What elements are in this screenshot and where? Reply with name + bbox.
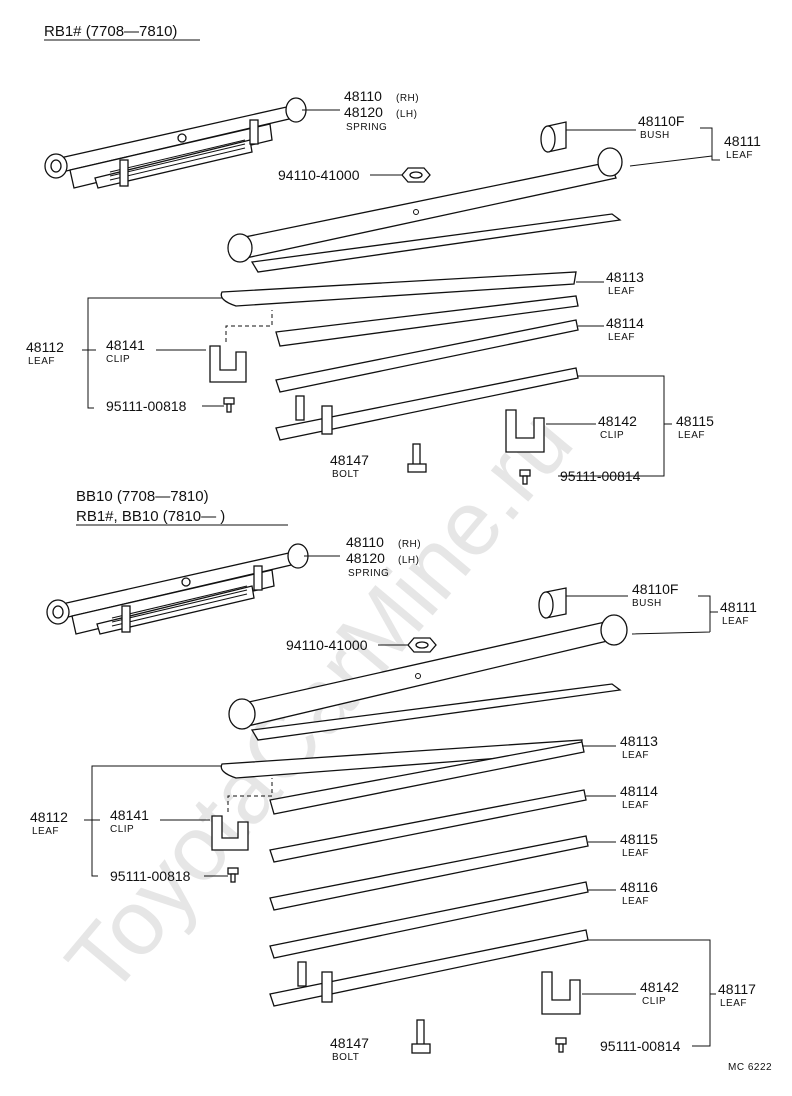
callout-part-number: 48142 (598, 413, 637, 429)
callout-part-number: 95111-00814 (560, 468, 641, 484)
nut-icon (401, 167, 431, 183)
clip-48141-icon (211, 815, 249, 851)
screw-icon (519, 469, 531, 485)
leaf-48112 (220, 271, 577, 307)
callout-part-number: 48141 (106, 337, 145, 353)
section-1: RB1# (7708—7810) (26, 23, 761, 485)
callout-part-number: 48113 (620, 733, 658, 749)
callout-label: LEAF (32, 826, 59, 837)
bolt-icon (407, 443, 427, 473)
callout-part-number: 48114 (620, 783, 658, 799)
clip-48141-icon (209, 345, 247, 383)
callout-label: LEAF (622, 800, 649, 811)
callout-label: LEAF (28, 356, 55, 367)
callout-part-number: 48111 (720, 599, 757, 615)
callout-part-number: 94110-41000 (278, 167, 360, 183)
callout-part-number: 48116 (620, 879, 658, 895)
clip-48142-icon (505, 409, 545, 453)
callout-suffix: (RH) (396, 93, 419, 104)
callout-part-number: 94110-41000 (286, 637, 368, 653)
leaf-48114 (275, 319, 579, 393)
bush-icon (540, 121, 567, 153)
callout-part-number: 48147 (330, 1035, 369, 1051)
section-heading: BB10 (7708—7810) (76, 488, 209, 505)
section-2: BB10 (7708—7810) RB1#, BB10 (7810— ) (30, 488, 772, 1073)
leaf-main (228, 614, 628, 730)
leaf-48115 (275, 367, 579, 441)
callout-part-number: 48117 (718, 981, 756, 997)
screw-icon (555, 1037, 567, 1053)
clip-48142-icon (541, 971, 581, 1015)
callout-label: CLIP (642, 996, 666, 1007)
callout-label: LEAF (720, 998, 747, 1009)
callout-label: LEAF (678, 430, 705, 441)
callout-part-number: 48141 (110, 807, 149, 823)
callout-label: CLIP (106, 354, 130, 365)
callout-label: LEAF (622, 750, 649, 761)
screw-icon (227, 867, 239, 883)
callout-part-number: 48110F (638, 113, 684, 129)
callout-suffix: (LH) (396, 109, 417, 120)
section-heading: RB1#, BB10 (7810— ) (76, 508, 225, 525)
spring-assembly (44, 97, 307, 189)
spring-assembly (46, 543, 309, 635)
leaf-48113 (269, 741, 585, 815)
leaf-48114 (269, 789, 587, 863)
callout-part-number: 48110F (632, 581, 678, 597)
callout-label: LEAF (608, 286, 635, 297)
section-heading: RB1# (7708—7810) (44, 23, 177, 40)
leaf-thin (250, 213, 622, 273)
callout-label: BUSH (640, 130, 670, 141)
callout-part-number: 48112 (30, 809, 68, 825)
callout-part-number: 48147 (330, 452, 369, 468)
callout-label: BUSH (632, 598, 662, 609)
leaf-thin (250, 683, 622, 741)
leaf-48115 (269, 835, 589, 911)
callout-label: BOLT (332, 1052, 359, 1063)
callout-label: CLIP (600, 430, 624, 441)
callout-suffix: (LH) (398, 555, 419, 566)
screw-icon (223, 397, 235, 413)
callout-part-number: 48111 (724, 133, 761, 149)
callout-part-number: 48114 (606, 315, 644, 331)
callout-part-number: 48110 (344, 88, 382, 104)
callout-label: BOLT (332, 469, 359, 480)
callout-part-number: 95111-00818 (110, 868, 191, 884)
callout-label: CLIP (110, 824, 134, 835)
callout-part-number: 95111-00818 (106, 398, 187, 414)
leaf-48113 (275, 295, 579, 347)
bush-icon (538, 587, 567, 619)
callout-suffix: (RH) (398, 539, 421, 550)
callout-part-number: 48115 (676, 413, 714, 429)
leaf-48116 (269, 881, 589, 959)
callout-label: SPRING (346, 122, 387, 133)
callout-part-number: 48120 (346, 550, 385, 566)
callout-label: LEAF (722, 616, 749, 627)
callout-label: LEAF (622, 848, 649, 859)
callout-part-number: 48142 (640, 979, 679, 995)
callout-label: SPRING (348, 568, 389, 579)
callout-label: LEAF (726, 150, 753, 161)
callout-part-number: 48112 (26, 339, 64, 355)
leaf-main (227, 147, 623, 263)
callout-part-number: 48113 (606, 269, 644, 285)
callout-part-number: 48120 (344, 104, 383, 120)
callout-part-number: 48115 (620, 831, 658, 847)
bolt-icon (411, 1019, 431, 1054)
nut-icon (407, 637, 437, 653)
figure-code: MC 6222 (728, 1062, 772, 1073)
callout-label: LEAF (608, 332, 635, 343)
callout-part-number: 48110 (346, 534, 384, 550)
callout-part-number: 95111-00814 (600, 1038, 681, 1054)
callout-label: LEAF (622, 896, 649, 907)
